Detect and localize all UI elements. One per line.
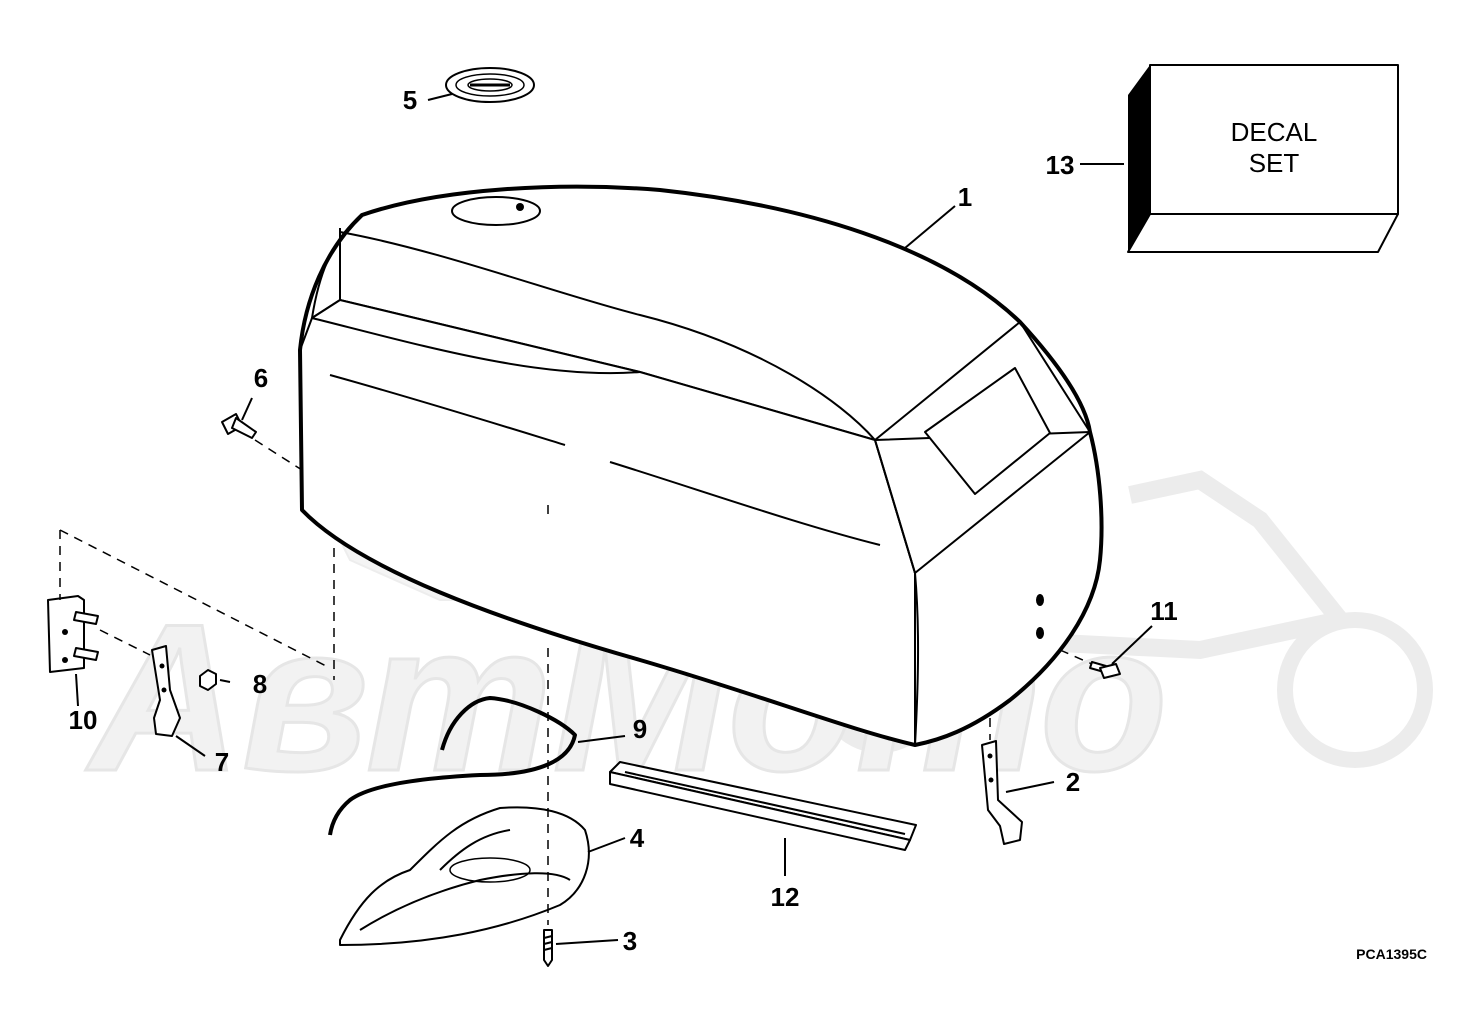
- nut-8: [199, 669, 217, 691]
- bracket-plate-10: [47, 595, 99, 673]
- callout-9: 9: [633, 714, 647, 744]
- callouts: 1 2 3 4 5 6 7 8 9 10 11 12 13: [69, 85, 1178, 956]
- cable-9: [328, 696, 577, 836]
- callout-6: 6: [254, 363, 268, 393]
- callout-1: 1: [958, 182, 972, 212]
- dash-bolt-6: [254, 439, 303, 471]
- hook-bracket-7: [151, 645, 181, 737]
- callout-5: 5: [403, 85, 417, 115]
- drawing-code: PCA1395C: [1356, 946, 1427, 962]
- bolt-6: [221, 413, 257, 439]
- bottom-tray-4: [339, 806, 590, 946]
- callout-10: 10: [69, 705, 98, 735]
- callout-13: 13: [1046, 150, 1075, 180]
- callout-4: 4: [630, 823, 645, 853]
- decal-set-box: DECAL SET: [1127, 64, 1399, 253]
- callout-8: 8: [253, 669, 267, 699]
- engine-cover: [298, 184, 1104, 747]
- rubber-strip-12: [609, 761, 917, 851]
- callout-12: 12: [771, 882, 800, 912]
- emblem-cap: [445, 67, 535, 103]
- bolt-11: [1089, 661, 1121, 679]
- callout-11: 11: [1150, 596, 1178, 626]
- decal-line2: SET: [1249, 148, 1300, 178]
- callout-2: 2: [1066, 767, 1080, 797]
- screw-3: [543, 929, 553, 967]
- callout-3: 3: [623, 926, 637, 956]
- callout-7: 7: [215, 747, 229, 777]
- latch-bracket-2: [981, 740, 1023, 845]
- decal-line1: DECAL: [1231, 117, 1318, 147]
- leader-lines: [75, 93, 1153, 945]
